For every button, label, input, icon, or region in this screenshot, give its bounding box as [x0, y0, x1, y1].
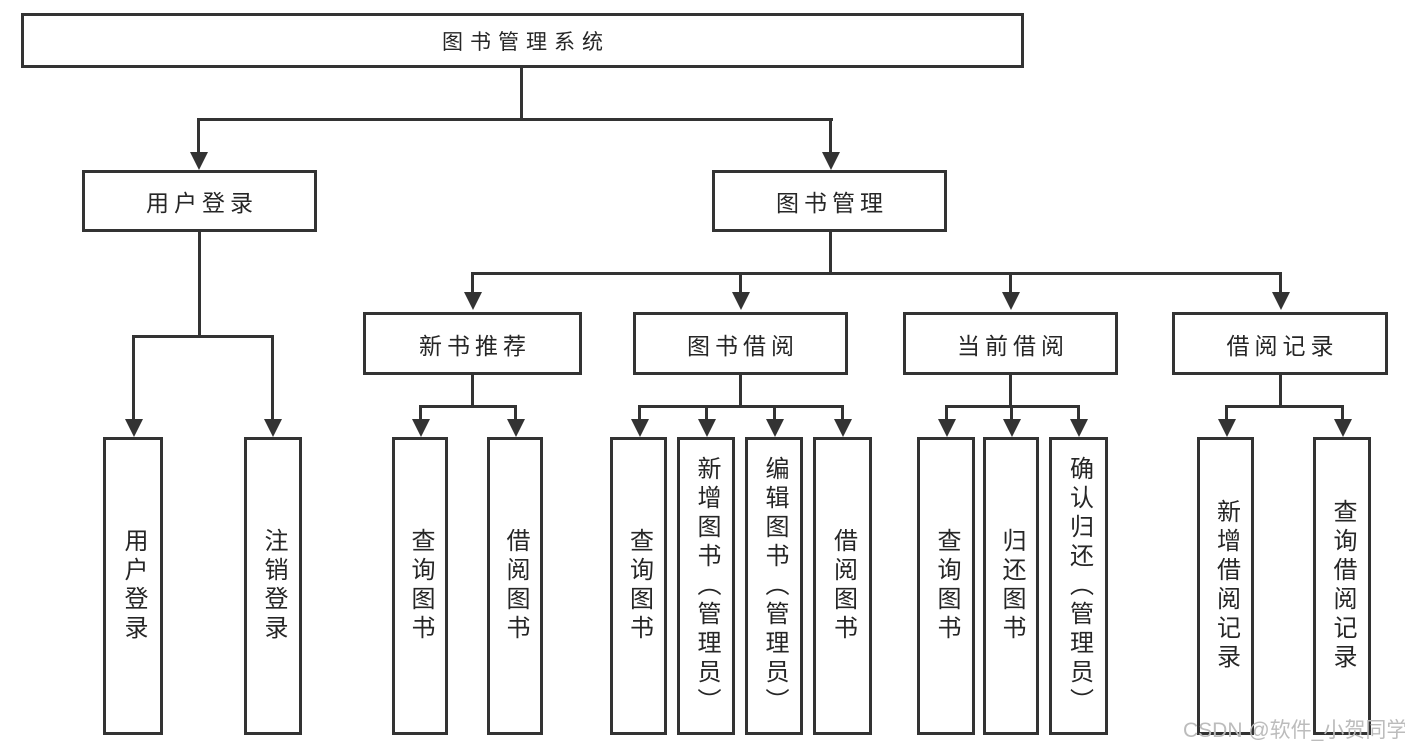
- leaf-label: 新增借阅记录: [1212, 499, 1240, 673]
- leaf-label: 查询借阅记录: [1329, 499, 1356, 673]
- connector-root-drop: [520, 68, 523, 118]
- box-book-borrowing: 图书借阅: [633, 312, 848, 375]
- connector-l3-stub: [471, 272, 474, 294]
- connector-leaf-stub: [773, 405, 776, 419]
- arrow-down-icon: [1218, 419, 1236, 437]
- arrow-down-icon: [1070, 419, 1088, 437]
- connector-l3-drop: [739, 375, 742, 405]
- leaf-label: 新增图书（管理员）: [693, 455, 720, 717]
- arrow-down-icon: [507, 419, 525, 437]
- arrow-down-icon: [1003, 419, 1021, 437]
- box-borrow-records: 借阅记录: [1172, 312, 1388, 375]
- leaf-label: 归还图书: [998, 528, 1025, 644]
- box-user-login: 用户登录: [82, 170, 317, 232]
- connector-leaf-stub: [1341, 405, 1344, 419]
- box-library-management-system: 图书管理系统: [21, 13, 1024, 68]
- connector-book-mgmt-stub: [829, 118, 832, 155]
- arrow-down-icon: [412, 419, 430, 437]
- arrow-down-icon: [464, 292, 482, 310]
- leaf-label: 借阅图书: [502, 528, 529, 644]
- leaf-return-books: 归还图书: [983, 437, 1039, 735]
- leaf-logout: 注销登录: [244, 437, 302, 735]
- connector-leaf-stub: [705, 405, 708, 419]
- connector-leaf-stub: [1010, 405, 1013, 419]
- connector-leaf-horizontal: [419, 405, 517, 408]
- connector-l3-drop: [1009, 375, 1012, 405]
- leaf-edit-books-admin: 编辑图书（管理员）: [745, 437, 803, 735]
- leaf-add-books-admin: 新增图书（管理员）: [677, 437, 735, 735]
- connector-leaf-stub: [419, 405, 422, 419]
- leaf-label: 查询图书: [625, 528, 653, 644]
- arrow-down-icon: [190, 152, 208, 170]
- connector-level3-horizontal: [471, 272, 1281, 275]
- leaf-query-books-current: 查询图书: [917, 437, 975, 735]
- connector-leaf-stub: [132, 335, 135, 419]
- arrow-down-icon: [1334, 419, 1352, 437]
- connector-leaf-stub: [945, 405, 948, 419]
- leaf-label: 确认归还（管理员）: [1065, 455, 1093, 717]
- leaf-query-books-recommend: 查询图书: [392, 437, 448, 735]
- leaf-confirm-return-admin: 确认归还（管理员）: [1049, 437, 1108, 735]
- box-new-book-recommendation: 新书推荐: [363, 312, 582, 375]
- connector-user-login-drop: [198, 232, 201, 335]
- arrow-down-icon: [766, 419, 784, 437]
- leaf-label: 注销登录: [260, 528, 287, 644]
- connector-leaf-stub: [514, 405, 517, 419]
- connector-book-mgmt-drop: [829, 232, 832, 272]
- arrow-down-icon: [834, 419, 852, 437]
- connector-leaf-horizontal: [1225, 405, 1343, 408]
- arrow-down-icon: [125, 419, 143, 437]
- leaf-borrow-books-borrowing: 借阅图书: [813, 437, 872, 735]
- arrow-down-icon: [938, 419, 956, 437]
- leaf-add-borrow-record: 新增借阅记录: [1197, 437, 1254, 735]
- connector-leaf-stub: [271, 335, 274, 419]
- box-book-management: 图书管理: [712, 170, 947, 232]
- leaf-label: 查询图书: [407, 528, 434, 644]
- csdn-watermark: CSDN @软件_小贺同学: [1183, 719, 1405, 742]
- leaf-label: 借阅图书: [829, 528, 857, 644]
- connector-l3-stub: [1009, 272, 1012, 294]
- connector-leaf-stub: [841, 405, 844, 419]
- connector-leaf-stub: [638, 405, 641, 419]
- connector-l3-stub: [1279, 272, 1282, 294]
- connector-l3-drop: [471, 375, 474, 405]
- leaf-label: 查询图书: [933, 528, 960, 644]
- leaf-borrow-books-recommend: 借阅图书: [487, 437, 543, 735]
- arrow-down-icon: [264, 419, 282, 437]
- box-current-borrowing: 当前借阅: [903, 312, 1118, 375]
- arrow-down-icon: [822, 152, 840, 170]
- leaf-query-books-borrowing: 查询图书: [610, 437, 667, 735]
- arrow-down-icon: [1002, 292, 1020, 310]
- leaf-label: 编辑图书（管理员）: [761, 455, 788, 717]
- connector-l3-stub: [739, 272, 742, 294]
- connector-level2-horizontal: [197, 118, 833, 121]
- connector-leaf-horizontal: [638, 405, 844, 408]
- connector-leaf-stub: [1225, 405, 1228, 419]
- arrow-down-icon: [1272, 292, 1290, 310]
- leaf-query-borrow-record: 查询借阅记录: [1313, 437, 1371, 735]
- leaf-user-login: 用户登录: [103, 437, 163, 735]
- arrow-down-icon: [732, 292, 750, 310]
- connector-user-login-stub: [197, 118, 200, 155]
- connector-leaf-stub: [1077, 405, 1080, 419]
- arrow-down-icon: [698, 419, 716, 437]
- connector-user-login-children-horizontal: [132, 335, 274, 338]
- arrow-down-icon: [631, 419, 649, 437]
- connector-l3-drop: [1279, 375, 1282, 405]
- leaf-label: 用户登录: [120, 528, 147, 644]
